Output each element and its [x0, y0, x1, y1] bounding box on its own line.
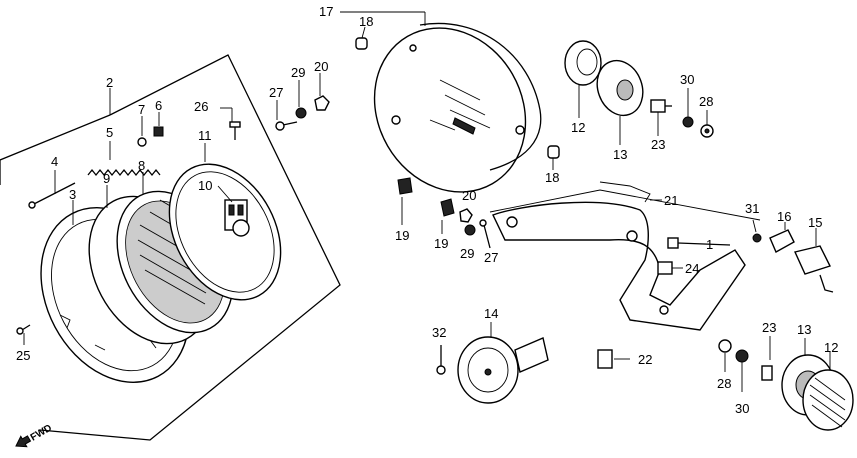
- callout-31: 31: [745, 201, 759, 216]
- washer-part-30-b: [735, 349, 749, 392]
- bolt-part-4: [28, 170, 76, 209]
- callout-25: 25: [16, 348, 30, 363]
- callout-9: 9: [103, 171, 110, 186]
- spring-part-5: [87, 141, 161, 177]
- bulb-part-10: [217, 185, 250, 237]
- callout-13-b: 13: [797, 322, 811, 337]
- callout-28-b: 28: [717, 376, 731, 391]
- clip-part-19-b: [440, 198, 455, 234]
- callout-10: 10: [198, 178, 212, 193]
- relay-part-15: [794, 228, 834, 293]
- headlight-case-part-17: [340, 11, 542, 193]
- callout-7: 7: [138, 102, 145, 117]
- callout-29: 29: [291, 65, 305, 80]
- reflector-base-part-13: [596, 59, 644, 145]
- nut-part-6: [153, 112, 164, 137]
- clip-part-19: [397, 177, 413, 225]
- callout-20: 20: [314, 59, 328, 74]
- callout-19: 19: [395, 228, 409, 243]
- collar-part-20: [314, 73, 330, 111]
- grommet-part-29-b: [464, 224, 476, 236]
- grommet-part-29: [295, 80, 307, 119]
- bolt-part-31: [752, 219, 762, 243]
- washer-part-7: [137, 116, 147, 147]
- washer-part-28: [700, 110, 714, 138]
- callout-11: 11: [198, 128, 212, 143]
- callout-18: 18: [359, 14, 373, 29]
- callout-12: 12: [571, 120, 585, 135]
- callout-13: 13: [613, 147, 627, 162]
- callout-2: 2: [106, 75, 113, 90]
- callout-30-b: 30: [735, 401, 749, 416]
- callout-14: 14: [484, 306, 498, 321]
- mounting-ring-part-11: [168, 143, 282, 301]
- callout-8: 8: [138, 158, 145, 173]
- callout-26: 26: [194, 99, 208, 114]
- callout-17: 17: [319, 4, 333, 19]
- forward-direction-mark: FWD: [15, 423, 54, 448]
- callout-16: 16: [777, 209, 791, 224]
- bushing-part-18: [355, 26, 368, 50]
- collar-part-20-b: [459, 208, 473, 223]
- callout-30: 30: [680, 72, 694, 87]
- callout-23: 23: [651, 137, 665, 152]
- callout-21: 21: [664, 193, 678, 208]
- callout-1: 1: [706, 237, 713, 252]
- headlight-bracket-part-21: [489, 181, 761, 331]
- callout-3: 3: [69, 187, 76, 202]
- callout-29-b: 29: [460, 246, 474, 261]
- bushing-part-18-lower: [547, 145, 560, 170]
- bolt-part-1: [667, 237, 731, 249]
- reflector-part-12: [564, 40, 602, 118]
- callout-24: 24: [685, 261, 699, 276]
- bolt-part-32: [436, 345, 446, 375]
- bolt-part-22: [597, 349, 630, 369]
- callout-12-b: 12: [824, 340, 838, 355]
- callout-22: 22: [638, 352, 652, 367]
- callout-5: 5: [106, 125, 113, 140]
- washer-part-30: [682, 88, 694, 128]
- callout-19-b: 19: [434, 236, 448, 251]
- socket-part-23-b: [761, 336, 773, 381]
- callout-18-lower: 18: [545, 170, 559, 185]
- screw-part-26: [220, 107, 241, 140]
- callout-20-b: 20: [462, 188, 476, 203]
- callout-28: 28: [699, 94, 713, 109]
- headlight-assembly-box: [0, 54, 341, 441]
- callout-27: 27: [269, 85, 283, 100]
- bolt-part-24: [657, 261, 683, 275]
- screw-part-25: [16, 324, 31, 345]
- callout-15: 15: [808, 215, 822, 230]
- reflector-part-12-b: [802, 352, 854, 431]
- callout-4: 4: [51, 154, 58, 169]
- socket-part-23: [650, 99, 672, 136]
- bracket-part-16: [769, 222, 795, 253]
- callout-6: 6: [155, 98, 162, 113]
- callout-labels: 2 4 5 7 6 3 9 8 26 11 10 25 27 29 20 17 …: [16, 4, 838, 416]
- forward-label: FWD: [29, 423, 54, 444]
- callout-27-b: 27: [484, 250, 498, 265]
- horn-part-14: [457, 322, 549, 404]
- bolt-part-27-b: [479, 219, 491, 249]
- bolt-part-27: [275, 100, 298, 131]
- callout-23-b: 23: [762, 320, 776, 335]
- callout-32: 32: [432, 325, 446, 340]
- washer-part-28-b: [718, 339, 732, 372]
